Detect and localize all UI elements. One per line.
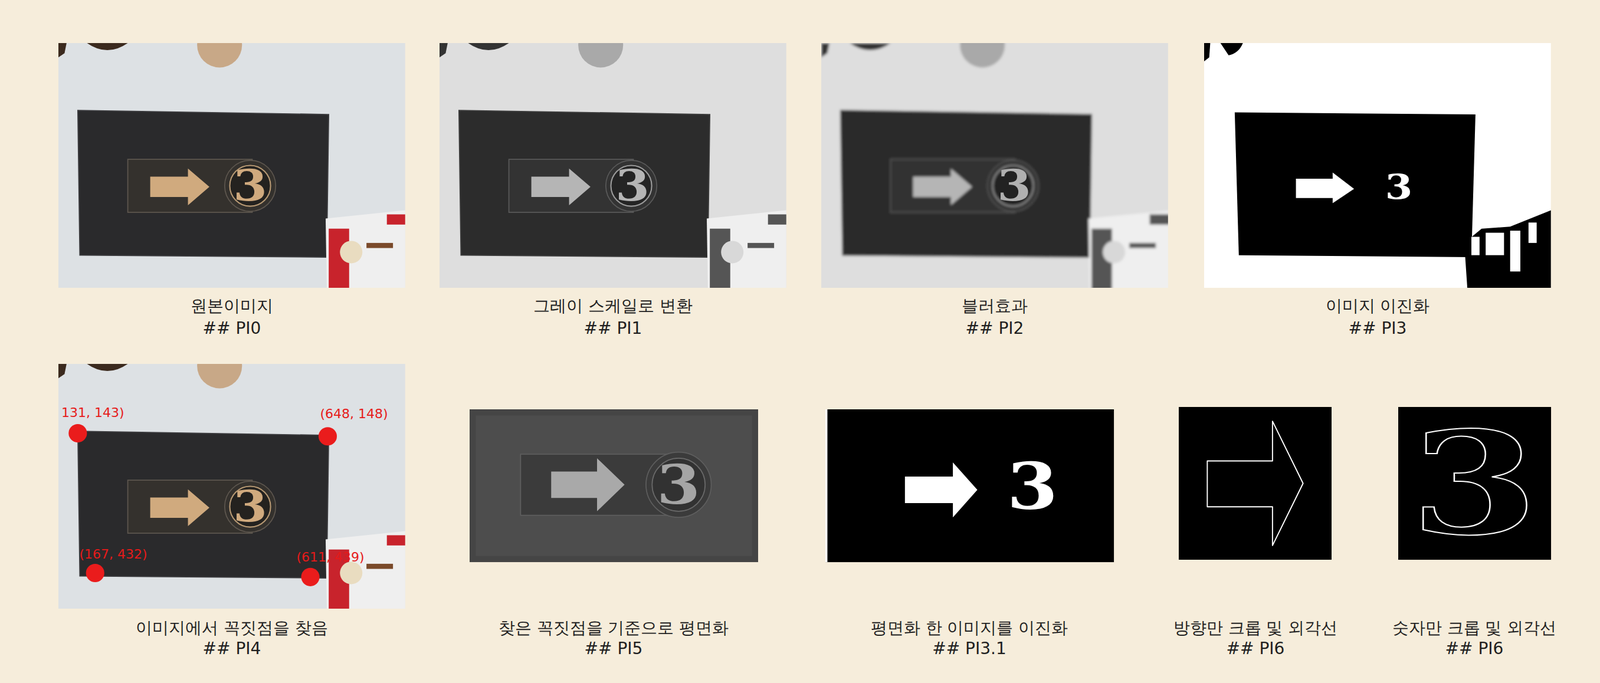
step-code: ## PI3.1	[932, 638, 1007, 659]
digit-contour-panel	[1398, 407, 1552, 560]
original-photo	[58, 22, 406, 288]
corner-coordinate: (648, 148)	[319, 406, 388, 422]
step-code: ## PI5	[584, 638, 644, 659]
step-code: ## PI6	[1445, 638, 1504, 659]
sign-digit: 3	[233, 485, 268, 529]
step-caption: 그레이 스케일로 변환	[533, 296, 693, 317]
step-code: ## PI6	[1226, 638, 1285, 659]
step-caption: 원본이미지	[190, 296, 274, 317]
sign-digit: 3	[1385, 169, 1413, 205]
sign-digit: 3	[1007, 454, 1058, 518]
step-caption: 찾은 꼭짓점을 기준으로 평면화	[498, 618, 730, 639]
step-caption: 평면화 한 이미지를 이진화	[870, 618, 1069, 639]
step-code: ## PI4	[202, 638, 262, 659]
step-code: ## PI2	[965, 318, 1025, 339]
step-caption: 숫자만 크롭 및 외각선	[1392, 618, 1557, 639]
sign-digit: 3	[615, 164, 650, 208]
step-code: ## PI1	[584, 318, 643, 339]
corner-coordinate: (167, 432)	[79, 546, 147, 563]
binary-photo	[1204, 43, 1552, 288]
step-caption: 블러효과	[961, 296, 1028, 317]
step-caption: 이미지 이진화	[1325, 296, 1431, 317]
step-caption: 방향만 크롭 및 외각선	[1173, 618, 1339, 639]
corner-coordinate: (611, 439)	[296, 549, 365, 566]
step-code: ## PI3	[1348, 318, 1408, 339]
arrow-contour	[1178, 407, 1332, 560]
warped-photo	[469, 409, 759, 563]
corner-coordinate: 131, 143)	[61, 405, 125, 421]
sign-digit: 3	[233, 164, 268, 208]
step-code: ## PI0	[202, 318, 262, 339]
sign-digit: 3	[1410, 412, 1539, 555]
sign-digit: 3	[997, 164, 1032, 208]
step-caption: 이미지에서 꼭짓점을 찾음	[135, 618, 329, 639]
sign-digit: 3	[656, 457, 701, 513]
blurred-photo	[815, 22, 1173, 293]
warped-binary	[825, 409, 1114, 563]
gray-photo	[439, 22, 787, 288]
corner-photo	[58, 343, 406, 609]
